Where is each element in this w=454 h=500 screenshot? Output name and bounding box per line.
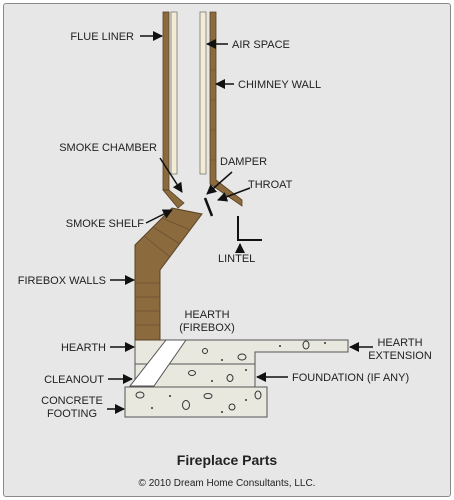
label-arrows xyxy=(107,31,373,414)
label-throat: THROAT xyxy=(248,179,293,191)
damper-plate xyxy=(203,197,214,217)
flue-liner-left xyxy=(170,11,178,175)
hearth-slab xyxy=(134,339,349,365)
label-hearth-firebox: HEARTH xyxy=(184,309,229,321)
copyright-notice: © 2010 Dream Home Consultants, LLC. xyxy=(139,478,316,489)
label-cleanout: CLEANOUT xyxy=(44,374,104,386)
label-flue-liner: FLUE LINER xyxy=(70,31,134,43)
label-smoke-shelf: SMOKE SHELF xyxy=(66,218,145,230)
label-foundation: FOUNDATION (IF ANY) xyxy=(292,372,409,384)
label-concrete-footing-sub: FOOTING xyxy=(47,408,97,420)
label-damper: DAMPER xyxy=(220,156,267,168)
firebox-walls xyxy=(134,207,203,341)
cleanout-chute xyxy=(128,339,187,387)
label-air-space: AIR SPACE xyxy=(232,39,290,51)
label-hearth-extension-sub: EXTENSION xyxy=(368,350,432,362)
label-smoke-chamber: SMOKE CHAMBER xyxy=(59,142,157,154)
label-hearth-firebox-sub: (FIREBOX) xyxy=(179,322,235,334)
label-firebox-walls: FIREBOX WALLS xyxy=(18,275,106,287)
chimney-wall-left xyxy=(162,11,185,209)
label-chimney-wall: CHIMNEY WALL xyxy=(238,79,321,91)
lintel-angle xyxy=(237,216,262,241)
diagram-title: Fireplace Parts xyxy=(177,452,278,468)
flue-liner-right xyxy=(199,11,207,175)
label-hearth: HEARTH xyxy=(61,342,106,354)
label-lintel: LINTEL xyxy=(218,253,255,265)
label-concrete-footing: CONCRETE xyxy=(41,395,103,407)
concrete-footing xyxy=(124,386,268,418)
label-hearth-extension: HEARTH xyxy=(377,337,422,349)
